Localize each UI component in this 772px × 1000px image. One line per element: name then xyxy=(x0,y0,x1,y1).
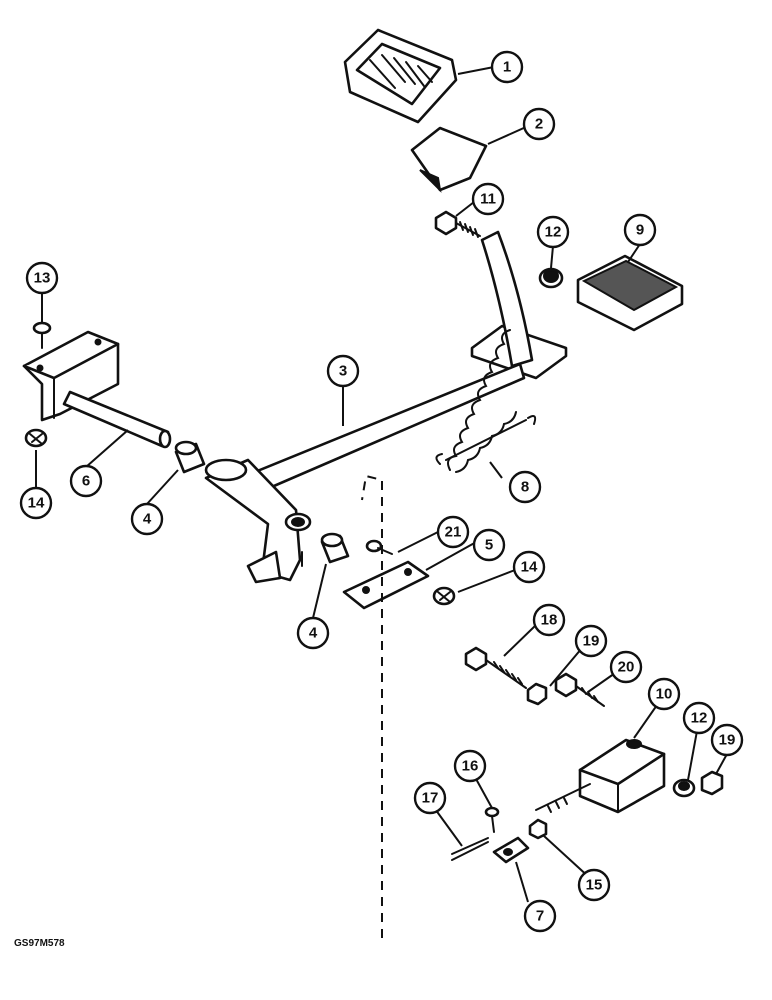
alignment-guide xyxy=(361,474,383,938)
callout-9: 9 xyxy=(623,213,657,247)
part-19-nut xyxy=(700,770,724,796)
callout-12: 12 xyxy=(536,215,570,249)
part-15-nut xyxy=(528,818,548,840)
svg-text:14: 14 xyxy=(28,495,45,512)
callout-14: 14 xyxy=(19,486,53,520)
part-5-plate xyxy=(342,560,430,610)
svg-text:5: 5 xyxy=(485,537,493,554)
part-14-nut xyxy=(24,428,48,448)
part-14-nut xyxy=(432,586,456,606)
svg-text:14: 14 xyxy=(521,559,538,576)
part-8-return-spring xyxy=(435,329,537,473)
callout-3: 3 xyxy=(326,354,360,388)
svg-text:13: 13 xyxy=(34,270,51,287)
svg-text:21: 21 xyxy=(445,524,462,541)
callout-4: 4 xyxy=(130,502,164,536)
svg-text:15: 15 xyxy=(586,877,603,894)
svg-text:16: 16 xyxy=(462,758,479,775)
callout-16: 16 xyxy=(453,749,487,783)
part-2-pad-wedge xyxy=(410,126,488,193)
callout-11: 11 xyxy=(471,182,505,216)
svg-text:18: 18 xyxy=(541,612,558,629)
part-4-bushing xyxy=(174,440,206,474)
svg-text:9: 9 xyxy=(636,222,644,239)
part-9-foam-pad xyxy=(576,254,684,332)
part-12-nut xyxy=(672,778,696,798)
callout-1: 1 xyxy=(490,50,524,84)
part-13-screw xyxy=(32,321,52,349)
svg-text:4: 4 xyxy=(309,625,318,642)
callout-14: 14 xyxy=(512,550,546,584)
callout-4: 4 xyxy=(296,616,330,650)
part-17-cotter-pin xyxy=(451,837,489,861)
callout-7: 7 xyxy=(523,899,557,933)
callout-21: 21 xyxy=(436,515,470,549)
callout-18: 18 xyxy=(532,603,566,637)
part-20-bolt xyxy=(554,672,605,707)
part-19-nut xyxy=(526,682,548,706)
svg-text:7: 7 xyxy=(536,908,544,925)
callout-15: 15 xyxy=(577,868,611,902)
leader-lines xyxy=(35,66,728,903)
callout-20: 20 xyxy=(609,650,643,684)
part-12-nut xyxy=(538,267,564,289)
svg-text:20: 20 xyxy=(618,659,635,676)
svg-text:12: 12 xyxy=(691,710,708,727)
svg-text:12: 12 xyxy=(545,224,562,241)
figure-reference: GS97M578 xyxy=(14,938,65,949)
svg-text:3: 3 xyxy=(339,363,347,380)
part-1-pedal-pad xyxy=(343,28,458,124)
part-16-clevis-pin xyxy=(484,806,500,833)
callout-2: 2 xyxy=(522,107,556,141)
callout-10: 10 xyxy=(647,677,681,711)
callout-8: 8 xyxy=(508,470,542,504)
svg-text:17: 17 xyxy=(422,790,439,807)
part-21-bolt xyxy=(365,539,393,555)
part-3-pedal-arm xyxy=(204,230,568,584)
callout-6: 6 xyxy=(69,464,103,498)
callout-19: 19 xyxy=(574,624,608,658)
part-6-shaft xyxy=(62,390,172,449)
part-10-switch-block xyxy=(535,738,666,814)
svg-text:2: 2 xyxy=(535,116,543,133)
callout-13: 13 xyxy=(25,261,59,295)
callout-17: 17 xyxy=(413,781,447,815)
part-7-clevis xyxy=(492,836,530,864)
svg-text:8: 8 xyxy=(521,479,529,496)
svg-text:11: 11 xyxy=(480,191,496,208)
svg-text:10: 10 xyxy=(656,686,673,703)
callout-12: 12 xyxy=(682,701,716,735)
svg-text:4: 4 xyxy=(143,511,152,528)
part-18-long-bolt xyxy=(464,646,527,689)
part-11-bolt xyxy=(434,210,481,238)
svg-text:19: 19 xyxy=(583,633,600,650)
svg-text:6: 6 xyxy=(82,473,90,490)
callout-19: 19 xyxy=(710,723,744,757)
part-4-bushing xyxy=(320,532,350,564)
callout-5: 5 xyxy=(472,528,506,562)
svg-text:19: 19 xyxy=(719,732,736,749)
svg-text:1: 1 xyxy=(503,59,511,76)
